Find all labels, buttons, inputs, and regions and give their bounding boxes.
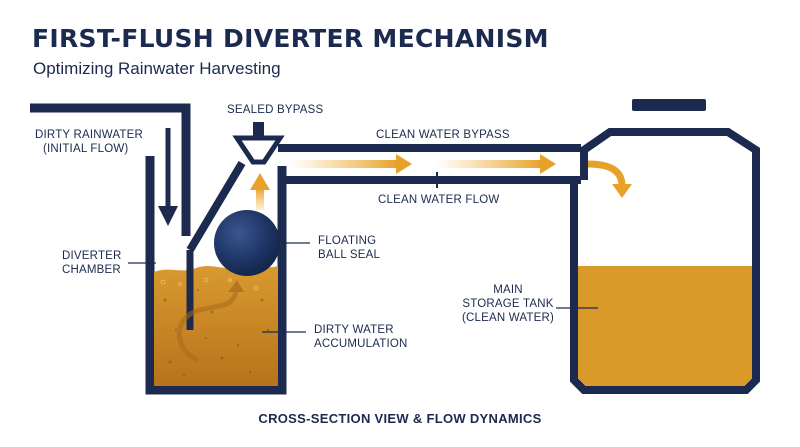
diverter-strut xyxy=(186,160,246,253)
inlet-pipe xyxy=(30,103,191,236)
label-dirty-rainwater: DIRTY RAINWATER (INITIAL FLOW) xyxy=(35,129,143,155)
dirty-inflow-arrow xyxy=(158,128,178,226)
sediment-particles xyxy=(163,288,270,377)
diverter-chamber-wall xyxy=(145,166,287,395)
clean-flow-arrow-2 xyxy=(436,154,556,174)
bypass-cap xyxy=(253,122,264,138)
label-diverter-chamber: DIVERTER CHAMBER xyxy=(62,250,122,276)
tank-inflow-arrow xyxy=(587,160,632,198)
label-main-storage-tank: MAIN STORAGE TANK (CLEAN WATER) xyxy=(461,284,555,324)
label-dirty-water-accumulation: DIRTY WATER ACCUMULATION xyxy=(314,324,408,350)
label-clean-water-flow: CLEAN WATER FLOW xyxy=(378,194,500,206)
tank-lid xyxy=(632,99,706,111)
label-sealed-bypass: SEALED BYPASS xyxy=(227,104,324,116)
label-clean-water-bypass: CLEAN WATER BYPASS xyxy=(376,129,510,141)
sealed-bypass-funnel xyxy=(232,135,285,165)
storage-tank-wall xyxy=(570,128,760,394)
internal-flow-arrow xyxy=(176,280,244,363)
upflow-arrow xyxy=(250,173,270,210)
page-subtitle: Optimizing Rainwater Harvesting xyxy=(33,59,281,78)
tank-clean-water xyxy=(578,266,752,386)
page-title: FIRST-FLUSH DIVERTER MECHANISM xyxy=(32,24,549,53)
footer-caption: CROSS-SECTION VIEW & FLOW DYNAMICS xyxy=(258,411,542,426)
dirty-water-fill xyxy=(154,264,278,386)
bubbles xyxy=(160,277,259,291)
clean-flow-arrow-1 xyxy=(290,154,412,174)
floating-ball-icon xyxy=(214,210,280,276)
label-floating-ball-seal: FLOATING BALL SEAL xyxy=(318,235,381,261)
